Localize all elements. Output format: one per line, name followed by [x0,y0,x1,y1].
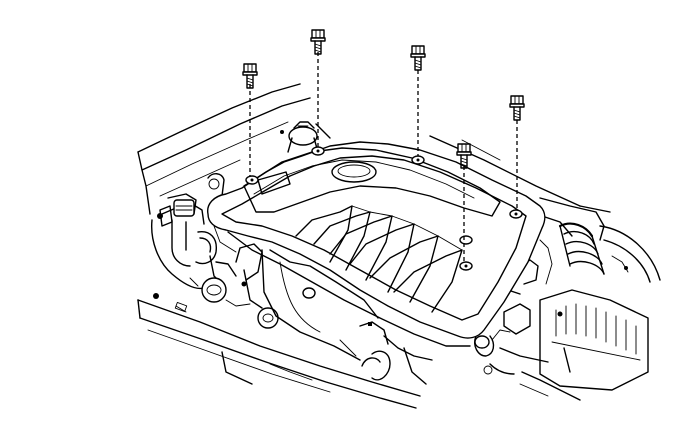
left-fender [137,83,311,215]
bolt-icon [310,29,326,55]
bolt-icon [509,95,525,121]
bolt-guide-lines [249,52,518,262]
strut-mount [280,121,331,153]
bolt-icon [456,143,472,169]
engine-cover [207,141,546,347]
front-panel [137,299,421,409]
right-components [474,197,661,401]
bolt-icon [410,45,426,71]
engine-block [261,249,433,385]
left-components [151,173,279,329]
bolt-icon [242,63,258,89]
